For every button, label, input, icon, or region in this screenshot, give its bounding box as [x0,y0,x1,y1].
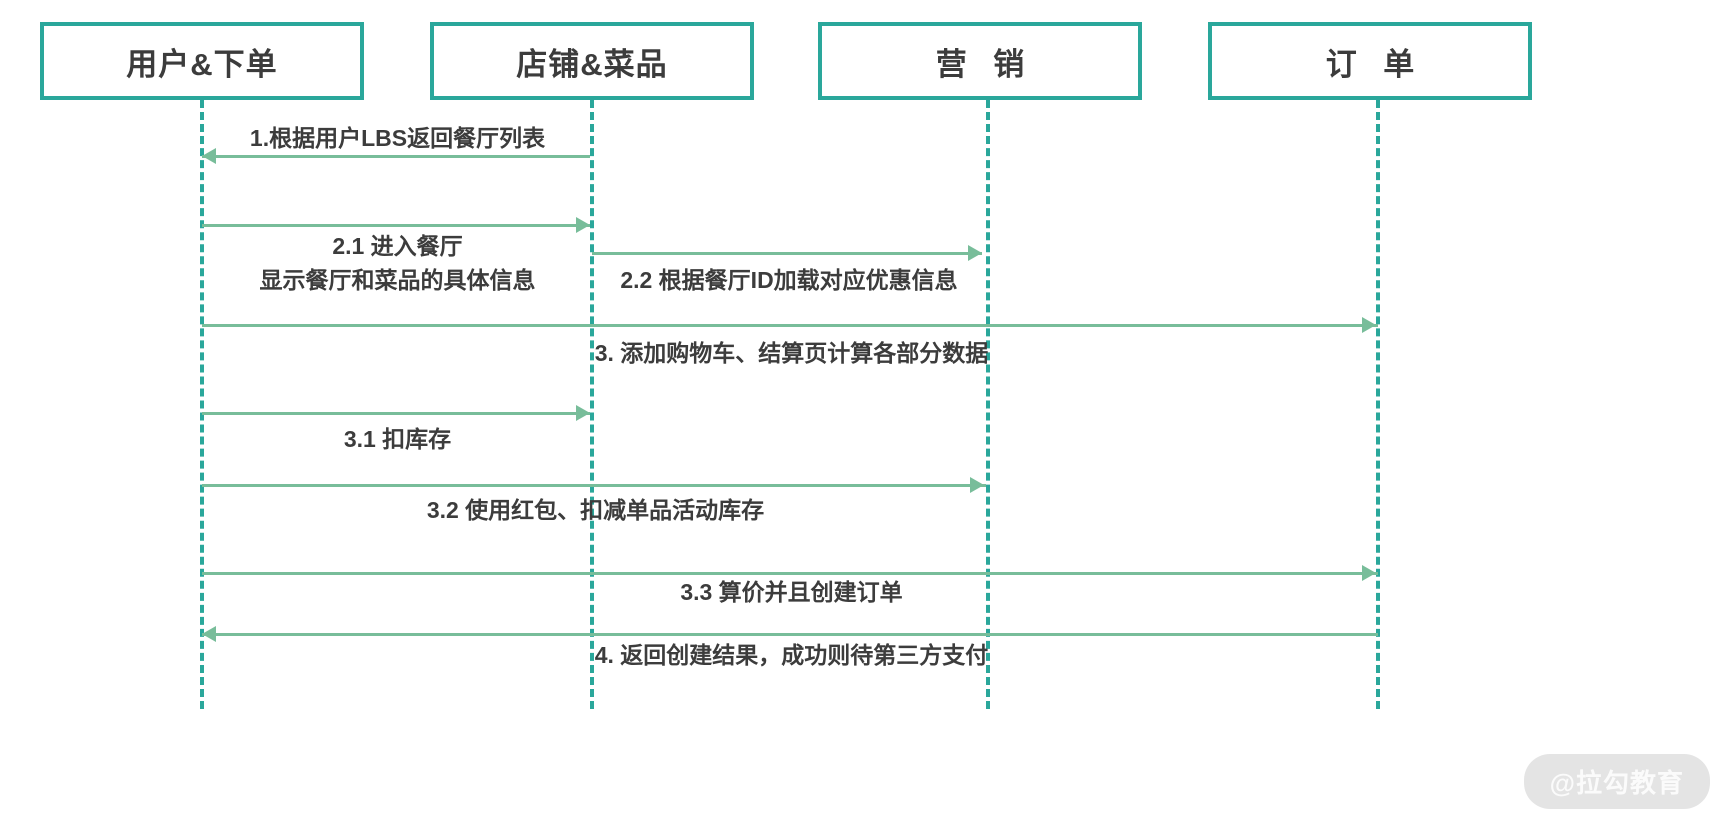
message-label-2-1-line2: 显示餐厅和菜品的具体信息 [259,267,536,293]
message-line-1 [202,155,590,158]
lifeline-marketing [986,100,990,709]
participant-box-marketing[interactable]: 营 销 [818,22,1142,100]
lifeline-order [1376,100,1380,709]
participant-label-shop: 店铺&菜品 [516,46,668,82]
message-line-3 [202,324,1378,327]
message-label-2-1-line1: 2.1 进入餐厅 [332,233,463,259]
participant-box-order[interactable]: 订 单 [1208,22,1532,100]
message-arrowhead-4 [202,626,216,642]
message-label-3-2: 3.2 使用红包、扣减单品活动库存 [426,497,765,523]
participant-label-user: 用户&下单 [126,46,278,82]
message-line-3-2 [202,484,986,487]
message-label-3-1: 3.1 扣库存 [343,426,452,452]
watermark: @拉勾教育 [1523,754,1710,809]
message-label-4: 4. 返回创建结果，成功则待第三方支付 [594,642,989,668]
lifeline-shop [590,100,594,709]
message-line-4 [202,633,1378,636]
message-line-2-2 [592,252,982,255]
message-label-3: 3. 添加购物车、结算页计算各部分数据 [594,340,989,366]
message-arrowhead-3 [1362,317,1376,333]
message-arrowhead-3-2 [970,477,984,493]
message-arrowhead-3-3 [1362,565,1376,581]
participant-label-order: 订 单 [1325,46,1424,82]
message-arrowhead-3-1 [576,405,590,421]
message-label-2-2: 2.2 根据餐厅ID加载对应优惠信息 [620,267,958,293]
message-arrowhead-2-2 [968,245,982,261]
participant-label-marketing: 营 销 [935,46,1034,82]
participant-box-shop[interactable]: 店铺&菜品 [430,22,754,100]
message-line-3-3 [202,572,1378,575]
message-line-3-1 [202,412,590,415]
lifeline-user [200,100,204,709]
message-arrowhead-1 [202,148,216,164]
participant-box-user[interactable]: 用户&下单 [40,22,364,100]
message-arrowhead-2-1 [576,217,590,233]
message-label-3-3: 3.3 算价并且创建订单 [680,579,903,605]
message-line-2-1 [202,224,590,227]
message-label-1: 1.根据用户LBS返回餐厅列表 [249,125,546,151]
